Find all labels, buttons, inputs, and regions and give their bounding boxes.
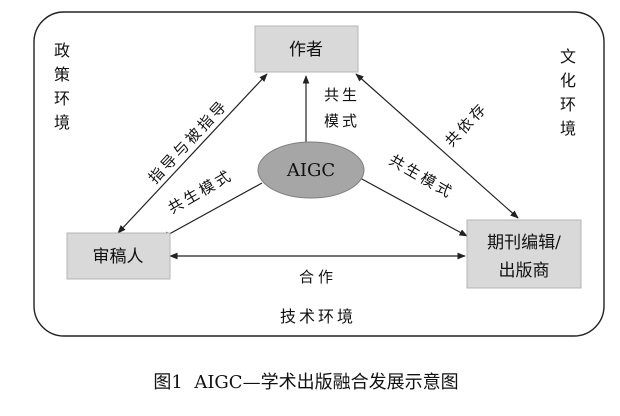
edge-label-author-journal: 共依存 [441,99,491,151]
edge-author-journal [355,73,519,219]
edge-label-aigc-author-line1: 共生 [324,86,360,104]
node-author-label: 作者 [289,40,323,60]
node-aigc: AIGC [257,141,365,199]
env-technology-label: 技术环境 [280,307,356,326]
edge-aigc-journal [359,177,468,237]
edge-label-aigc-author-line2: 模式 [324,112,360,130]
env-culture-char: 环 [560,95,576,114]
env-policy-char: 策 [54,65,70,84]
env-culture-char: 文 [560,47,576,66]
env-culture-label: 文 化 环 境 [560,47,576,138]
node-reviewer: 审稿人 [66,232,171,280]
env-culture-char: 化 [560,71,576,90]
env-policy-char: 政 [54,41,70,60]
env-policy-char: 境 [54,113,70,132]
edge-label-aigc-reviewer: 共生模式 [165,166,236,218]
edge-author-reviewer [117,73,268,234]
edge-aigc-reviewer [161,182,263,239]
node-author: 作者 [254,25,359,73]
node-journal: 期刊编辑/ 出版商 [466,219,582,289]
env-policy-char: 环 [54,89,70,108]
edge-label-reviewer-journal: 合作 [299,268,337,286]
node-journal-label-line2: 出版商 [499,261,550,281]
env-policy-label: 政 策 环 境 [54,41,70,132]
figure-caption: 图1 AIGC—学术出版融合发展示意图 [153,372,458,393]
edge-label-aigc-journal: 共生模式 [386,151,457,203]
env-culture-char: 境 [560,119,576,138]
node-reviewer-label: 审稿人 [93,247,144,267]
environment-frame [33,11,605,337]
node-aigc-label: AIGC [286,160,335,181]
node-journal-label-line1: 期刊编辑/ [487,233,561,253]
